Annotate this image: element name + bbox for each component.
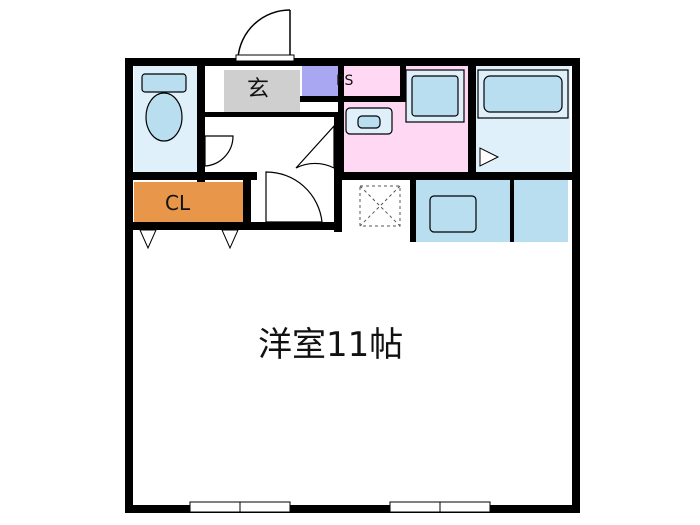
fridge-space xyxy=(359,185,401,227)
entrance-label: 玄 xyxy=(247,77,270,102)
entrance-door xyxy=(237,9,291,59)
washing-machine-fixture xyxy=(405,69,465,123)
interior-walls xyxy=(125,58,580,242)
bath-door xyxy=(479,147,500,167)
corridor-door xyxy=(295,124,335,169)
closet-door xyxy=(139,229,239,250)
room-door xyxy=(265,171,323,223)
window-right xyxy=(389,501,491,513)
toilet-fixture xyxy=(141,73,187,142)
washbasin-fixture xyxy=(345,107,393,135)
pipe-space-label: PS xyxy=(336,73,354,89)
toilet-door xyxy=(204,135,234,167)
window-left xyxy=(189,501,291,513)
entrance-area xyxy=(224,70,300,114)
outer-walls xyxy=(125,58,580,513)
closet xyxy=(134,182,243,222)
kitchen-sink-fixture xyxy=(429,195,477,233)
closet-label: CL xyxy=(165,191,191,215)
main-room-label: 洋室11帖 xyxy=(258,325,404,365)
bathtub-fixture xyxy=(477,69,569,119)
